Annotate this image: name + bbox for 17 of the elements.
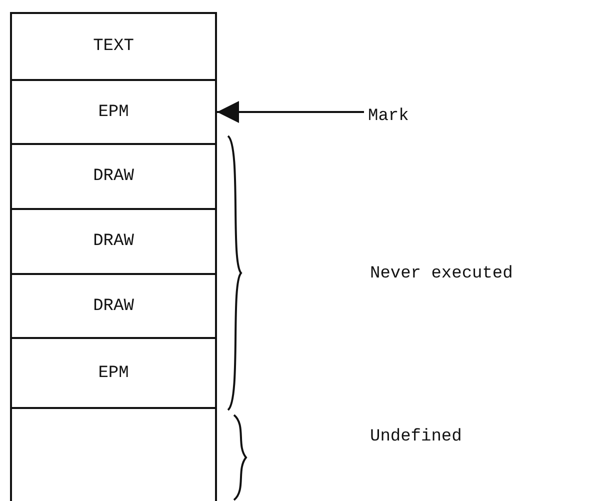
memory-cell (10, 79, 217, 143)
annotation-label: Never executed (370, 264, 513, 284)
cell-label: DRAW (93, 232, 134, 251)
memory-cell (10, 273, 217, 337)
empty-cell (10, 407, 217, 501)
memory-cell (10, 337, 217, 407)
memory-cell (10, 208, 217, 273)
cell-label: EPM (98, 102, 129, 122)
cell-label: EPM (98, 364, 129, 382)
annotation-label: Undefined (370, 428, 462, 446)
annotation-label: Mark (368, 106, 409, 126)
cell-label: DRAW (93, 296, 134, 316)
cell-label: TEXT (93, 37, 134, 56)
memory-cell (10, 143, 217, 208)
memory-cell (10, 12, 217, 79)
cell-label: DRAW (93, 167, 134, 186)
arrow (217, 101, 364, 123)
